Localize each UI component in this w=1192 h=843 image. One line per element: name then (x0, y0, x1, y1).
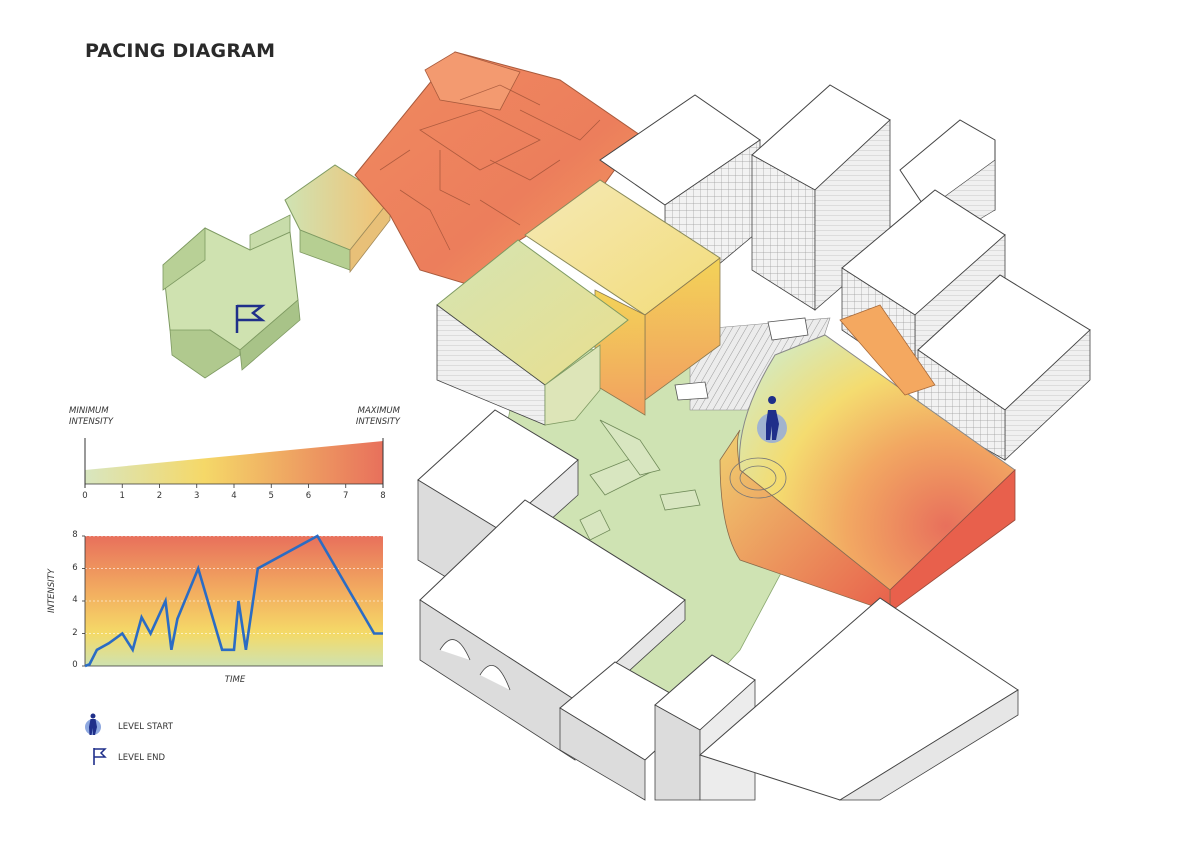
level-end-rooms (162, 164, 391, 379)
scale-tick-label: 5 (268, 491, 274, 501)
page-title: PACING DIAGRAM (85, 40, 276, 62)
level-start-marker (757, 396, 787, 443)
scale-tick-label: 7 (343, 491, 349, 501)
scale-tick-label: 8 (380, 491, 386, 501)
chart-x-label: TIME (224, 675, 246, 685)
level-end-flag-marker (235, 304, 266, 333)
scale-max-label: MAXIMUM INTENSITY (352, 406, 400, 428)
legend-icons (85, 713, 107, 765)
intensity-series-line (84, 534, 383, 668)
chart-y-tick-label: 6 (72, 562, 78, 573)
chart-y-tick-label: 4 (72, 595, 78, 605)
scale-tick-label: 4 (231, 491, 237, 501)
scale-tick-label: 6 (305, 491, 312, 501)
scale-tick-label: 0 (82, 491, 88, 501)
intensity-scale (84, 438, 384, 488)
scale-tick-label: 3 (194, 491, 200, 501)
scale-max-label-line2: INTENSITY (355, 417, 400, 427)
chart-y-tick-label: 2 (72, 627, 78, 638)
scale-wedge (85, 441, 383, 484)
scale-tick-label: 1 (119, 491, 125, 501)
low-intensity-block (436, 239, 629, 426)
building-tower (751, 84, 891, 311)
scale-min-label-line2: INTENSITY (69, 417, 114, 427)
flag-icon (93, 748, 107, 765)
building-white-4 (917, 274, 1091, 461)
scale-tick-label: 2 (156, 491, 163, 501)
scale-min-label: MINIMUM INTENSITY (69, 406, 113, 428)
vehicles (579, 317, 809, 541)
chart-y-tick-label: 0 (72, 660, 78, 670)
legend-end-label: LEVEL END (118, 753, 166, 763)
scale-min-label-line1: MINIMUM (69, 406, 109, 416)
player-icon (85, 713, 101, 735)
building-white-8 (699, 597, 1019, 801)
legend-start-label: LEVEL START (118, 722, 173, 732)
chart-y-label: INTENSITY (47, 568, 57, 614)
peak-intensity-block (719, 334, 1016, 613)
scale-max-label-line1: MAXIMUM (357, 406, 400, 416)
chart-y-tick-label: 8 (72, 530, 78, 540)
alley-props (839, 304, 936, 396)
intensity-chart (82, 534, 384, 668)
